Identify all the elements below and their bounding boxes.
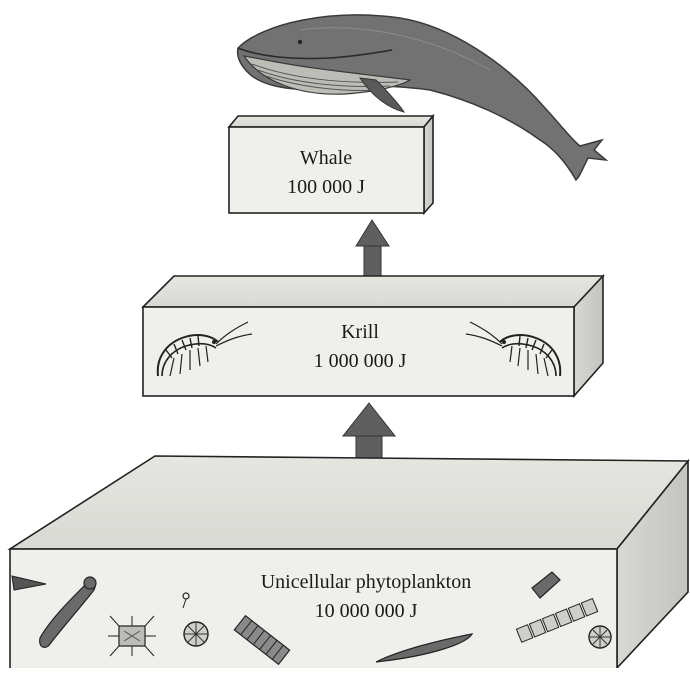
phytoplankton-energy: 10 000 000 J <box>315 600 418 622</box>
phytoplankton-box: Unicellular phytoplankton 10 000 000 J <box>10 456 688 668</box>
whale-label: Whale <box>300 147 352 169</box>
whale-box: Whale 100 000 J <box>229 116 433 213</box>
krill-box: Krill 1 000 000 J <box>143 276 603 396</box>
krill-label: Krill <box>341 321 379 343</box>
phytoplankton-label: Unicellular phytoplankton <box>261 571 472 593</box>
arrow-krill-to-whale <box>356 220 389 284</box>
krill-energy: 1 000 000 J <box>314 350 407 372</box>
whale-energy: 100 000 J <box>287 176 365 198</box>
